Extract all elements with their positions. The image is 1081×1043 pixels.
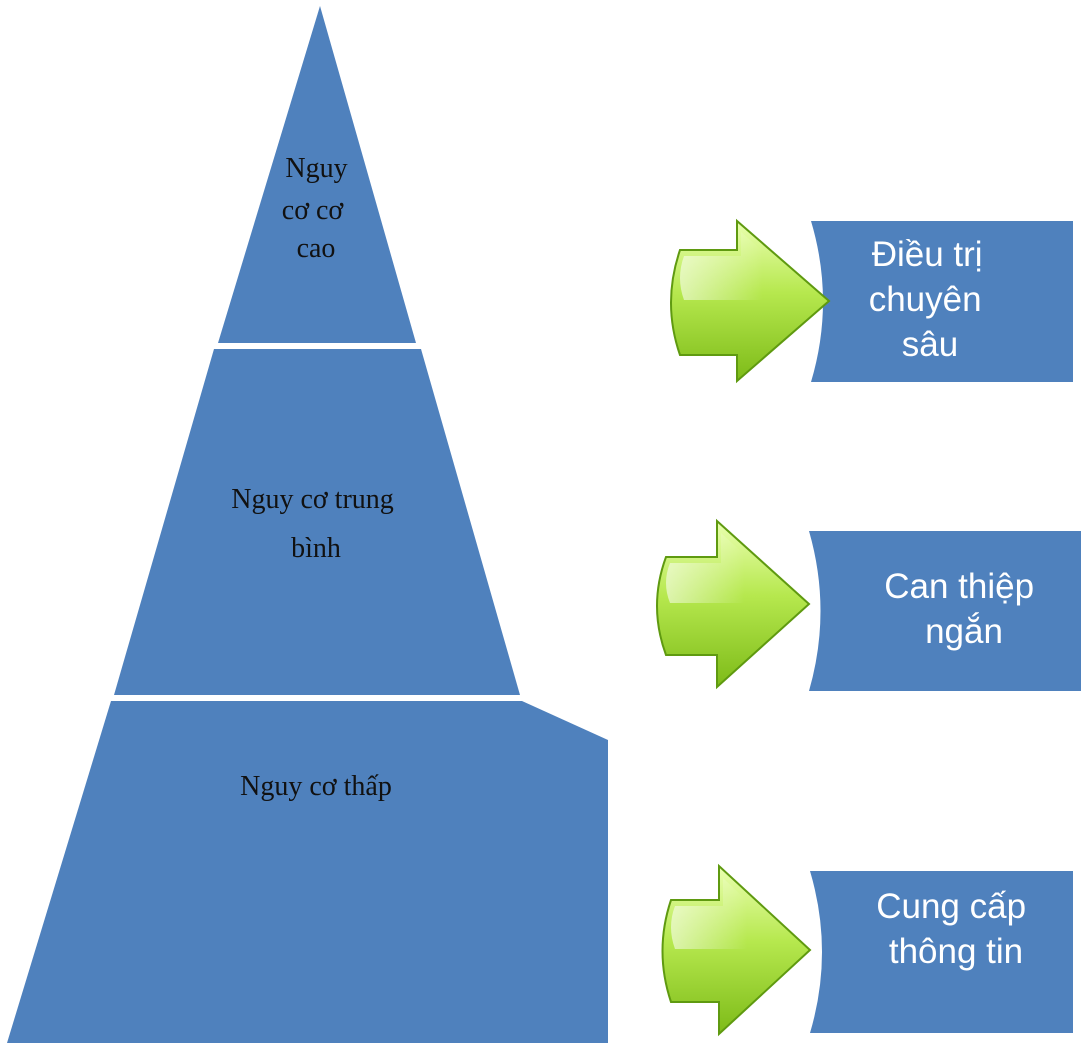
action-box-provide-information (810, 871, 1073, 1033)
action-row-1: Điều trị chuyên sâu (670, 218, 1073, 384)
pyramid-tier-medium (114, 349, 520, 695)
action-label-provide-information: Cung cấp thông tin (876, 887, 1036, 971)
right-arrow-icon (656, 518, 811, 690)
pyramid: Nguy cơ cơ cao Nguy cơ trung bình Nguy c… (7, 6, 608, 1043)
tier-high-label: Nguy cơ cơ cao (282, 153, 355, 264)
tier-low-label: Nguy cơ thấp (240, 771, 392, 802)
action-label-intensive-treatment: Điều trị chuyên sâu (869, 235, 993, 364)
right-arrow-icon (661, 863, 812, 1037)
right-arrow-icon (670, 218, 831, 384)
pyramid-tier-low (7, 701, 608, 1043)
action-row-2: Can thiệp ngắn (656, 518, 1081, 691)
action-label-brief-intervention: Can thiệp ngắn (884, 567, 1044, 651)
tier-medium-label: Nguy cơ trung bình (231, 484, 401, 564)
action-box-brief-intervention (809, 531, 1081, 691)
action-box-intensive-treatment (811, 221, 1073, 382)
action-row-3: Cung cấp thông tin (661, 863, 1073, 1037)
pyramid-tier-high (218, 6, 416, 343)
